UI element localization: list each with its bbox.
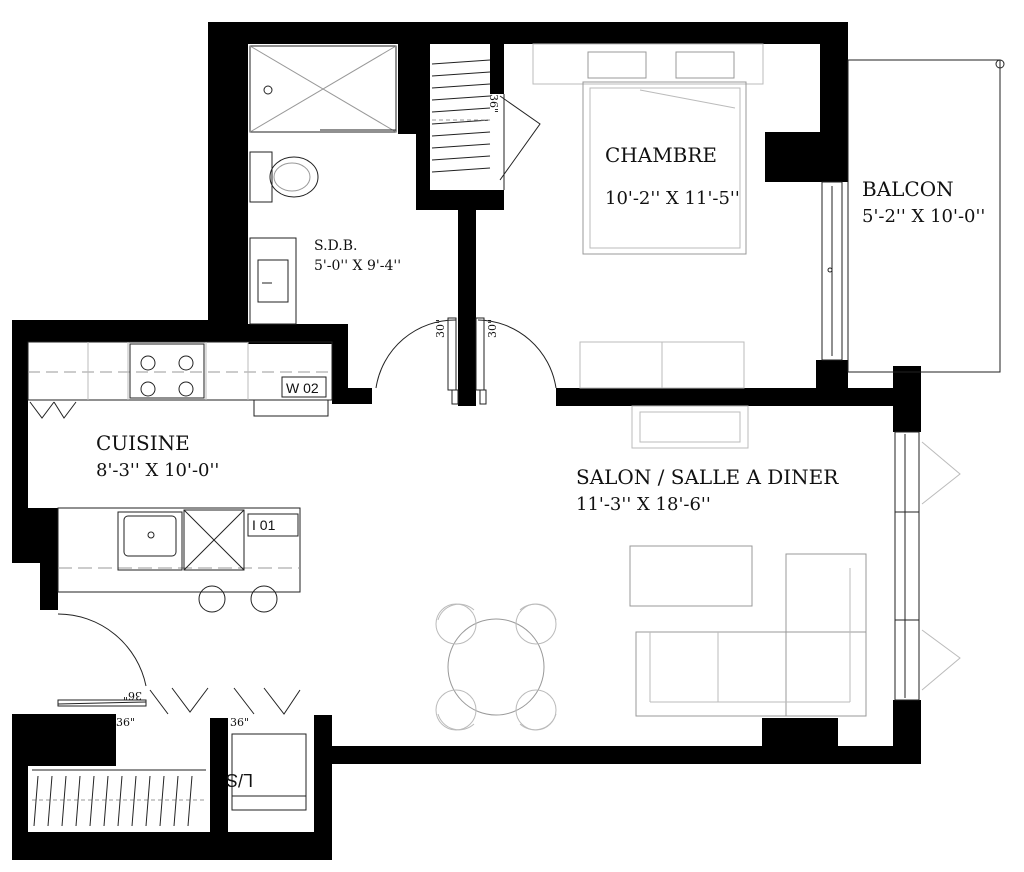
i01-tag: I 01 (252, 517, 276, 533)
door-width-entry: 36" (123, 689, 142, 702)
door-width-bedroom: 30" (486, 319, 499, 338)
laundry-tag: L/S (226, 770, 253, 790)
chambre-name: CHAMBRE (605, 143, 717, 167)
door-width-bath: 30" (434, 319, 447, 338)
i01-tag-box (247, 513, 299, 537)
door-width-closet-entry: 36" (116, 716, 135, 729)
balcon-dims: 5'-2'' X 10'-0'' (862, 206, 985, 227)
cuisine-name: CUISINE (96, 431, 190, 455)
tv-console (631, 405, 749, 449)
salon-dims: 11'-3'' X 18'-6'' (576, 494, 711, 515)
door-width-closet-laundry: 36" (230, 716, 249, 729)
wall-kitchen-left-stub (40, 560, 58, 610)
doors (57, 317, 557, 715)
wall-bath-closet (398, 44, 416, 134)
door-width-closet-bedroom: 36" (487, 94, 500, 113)
dresser (579, 341, 745, 389)
kitchen-counter-upper (27, 341, 333, 419)
wall-central-partition (458, 210, 476, 406)
wall-living-right (893, 366, 921, 432)
wall-closet-bottom (416, 190, 504, 210)
sdb-dims: 5'-0'' X 9'-4'' (314, 258, 401, 274)
walls (12, 22, 921, 860)
balcony (821, 59, 1005, 373)
w02-tag-box (281, 376, 327, 398)
wall-bath-bottom-stub (332, 324, 348, 404)
wall-closet-bottom-right (314, 715, 332, 860)
wall-bedroom-pier (765, 132, 825, 182)
wall-living-bottom (330, 746, 921, 764)
wall-living-bottom-pier (762, 718, 838, 748)
w02-tag: W 02 (286, 380, 319, 396)
wall-kitchen-left-pier (12, 508, 58, 563)
wall-bedroom-bottom (556, 388, 896, 406)
sofa (629, 545, 867, 717)
wall-top (208, 22, 848, 44)
wall-closet-left (416, 44, 430, 210)
toilet (249, 151, 319, 203)
dining-table (435, 603, 557, 731)
vanity (249, 237, 297, 325)
living-windows (894, 431, 961, 701)
wall-bedroom-right-lower (816, 360, 848, 390)
wall-closet-right (490, 44, 504, 94)
wall-bath-bottom-stub2 (332, 388, 372, 404)
shower (249, 45, 397, 133)
wall-closet-bottom-divider (210, 718, 228, 838)
wall-kitchen-top (12, 320, 248, 342)
bed (532, 43, 764, 255)
balcon-name: BALCON (862, 177, 954, 201)
kitchen-island (57, 507, 301, 613)
wall-entry-block (12, 714, 116, 766)
wall-bath-bottom (248, 324, 348, 344)
sdb-name: S.D.B. (314, 238, 357, 254)
wall-kitchen-left (12, 320, 28, 510)
wall-bath-left (208, 22, 248, 342)
entry-closet-shelves (32, 769, 206, 827)
cuisine-dims: 8'-3'' X 10'-0'' (96, 460, 219, 481)
chambre-dims: 10'-2'' X 11'-5'' (605, 188, 740, 209)
laundry (231, 733, 307, 811)
closet-shelves (431, 59, 541, 190)
wall-closet-bottom-base (12, 832, 332, 860)
salon-name: SALON / SALLE A DINER (576, 465, 839, 489)
